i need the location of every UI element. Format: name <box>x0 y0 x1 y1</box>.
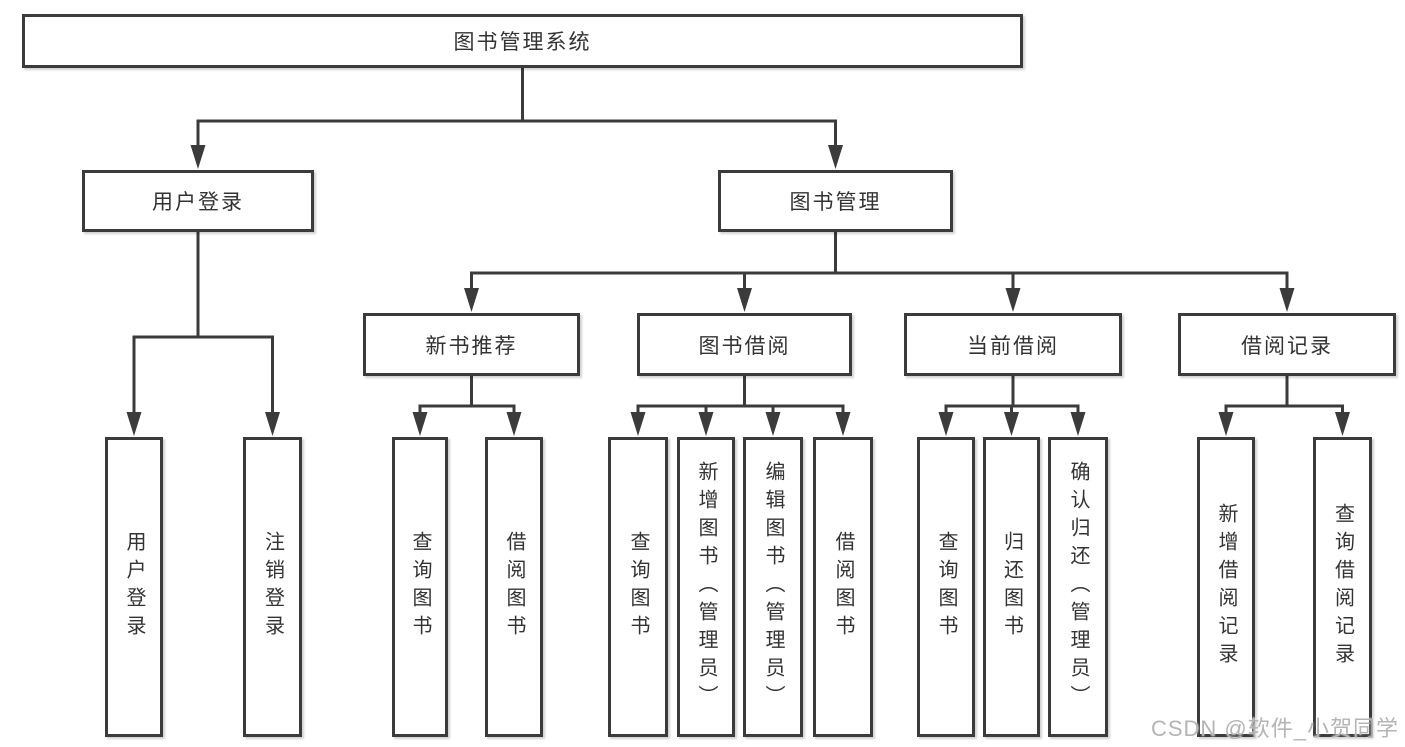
arrowhead-icon <box>835 412 851 436</box>
node-ul-logout: 注销登录 <box>243 437 302 737</box>
arrowhead-icon <box>126 412 142 436</box>
arrowhead-icon <box>828 145 843 169</box>
node-new-book-rec: 新书推荐 <box>363 313 580 376</box>
node-label: 查询图书 <box>935 531 957 643</box>
arrowhead-icon <box>765 412 781 436</box>
arrowhead-icon <box>1070 412 1086 436</box>
node-book-borrow: 图书借阅 <box>637 313 852 376</box>
node-label: 确认归还（管理员） <box>1067 461 1089 713</box>
arrowhead-icon <box>1279 288 1295 312</box>
node-label: 借阅图书 <box>832 531 854 643</box>
node-label: 图书管理 <box>789 191 882 214</box>
node-label: 新增图书（管理员） <box>695 461 717 713</box>
arrowhead-icon <box>737 288 752 312</box>
node-nbr-query: 查询图书 <box>392 437 448 737</box>
arrowhead-icon <box>265 412 280 436</box>
node-label: 用户登录 <box>123 531 145 643</box>
node-label: 注销登录 <box>261 531 284 643</box>
node-user-login: 用户登录 <box>82 170 314 232</box>
node-bb-borrow: 借阅图书 <box>813 437 873 737</box>
node-book-mgmt: 图书管理 <box>718 170 953 232</box>
watermark: CSDN @软件_小贺同学 <box>1150 716 1399 741</box>
node-root: 图书管理系统 <box>22 14 1023 68</box>
arrowhead-icon <box>1004 412 1019 436</box>
arrowhead-icon <box>1005 288 1021 312</box>
node-br-query: 查询借阅记录 <box>1313 437 1372 737</box>
node-label: 新书推荐 <box>425 334 518 358</box>
arrowhead-icon <box>412 412 428 436</box>
node-current-borrow: 当前借阅 <box>904 313 1122 376</box>
node-label: 查询借阅记录 <box>1331 503 1354 671</box>
node-label: 编辑图书（管理员） <box>762 461 784 713</box>
node-bb-query: 查询图书 <box>608 437 668 737</box>
node-br-add: 新增借阅记录 <box>1197 437 1255 737</box>
node-label: 借阅图书 <box>503 531 525 643</box>
arrowhead-icon <box>1335 412 1350 436</box>
node-label: 用户登录 <box>152 191 244 214</box>
node-label: 归还图书 <box>1000 531 1023 643</box>
node-label: 查询图书 <box>627 531 649 643</box>
node-label: 查询图书 <box>409 531 431 643</box>
node-cb-confirm: 确认归还（管理员） <box>1048 437 1108 737</box>
node-cb-return: 归还图书 <box>983 437 1040 737</box>
node-label: 图书管理系统 <box>453 31 592 54</box>
node-borrow-records: 借阅记录 <box>1178 313 1396 376</box>
node-label: 图书借阅 <box>698 334 791 358</box>
node-bb-edit: 编辑图书（管理员） <box>743 437 803 737</box>
node-nbr-borrow: 借阅图书 <box>485 437 543 737</box>
node-ul-login: 用户登录 <box>105 437 163 737</box>
arrowhead-icon <box>1218 412 1234 436</box>
arrowhead-icon <box>506 412 522 436</box>
arrowhead-icon <box>464 288 479 312</box>
node-cb-query: 查询图书 <box>917 437 975 737</box>
arrowhead-icon <box>938 412 954 436</box>
node-label: 新增借阅记录 <box>1215 503 1237 671</box>
node-label: 当前借阅 <box>967 334 1059 358</box>
node-label: 借阅记录 <box>1241 334 1333 358</box>
node-bb-add: 新增图书（管理员） <box>677 437 735 737</box>
arrowhead-icon <box>630 412 646 436</box>
arrowhead-icon <box>190 145 206 169</box>
arrowhead-icon <box>698 412 714 436</box>
